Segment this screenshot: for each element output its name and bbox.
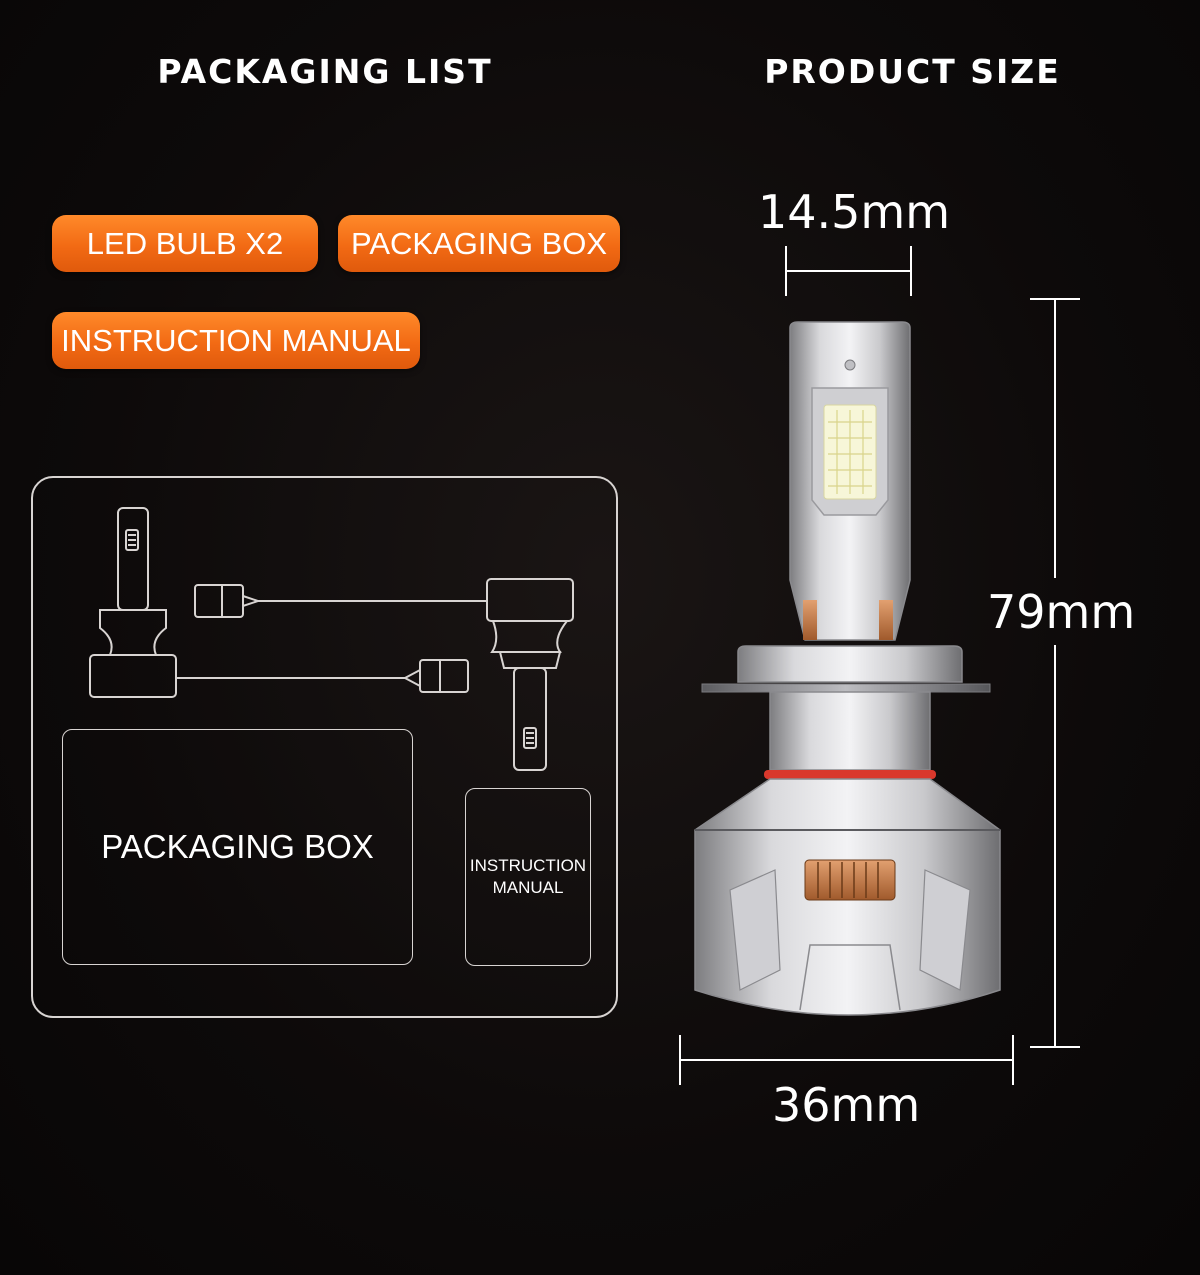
bulb-head xyxy=(789,321,911,641)
packaging-diagram-frame xyxy=(31,476,618,1018)
packaging-box-outline: PACKAGING BOX xyxy=(62,729,413,965)
bulb-base xyxy=(694,778,1001,1016)
tag-led-bulb: LED BULB X2 xyxy=(52,215,318,272)
tag-packaging-box: PACKAGING BOX xyxy=(338,215,620,272)
packaging-box-label: PACKAGING BOX xyxy=(101,828,374,865)
dimension-base-width-label: 36mm xyxy=(772,1078,921,1132)
packaging-list-heading: PACKAGING LIST xyxy=(157,52,493,91)
red-seal-ring xyxy=(764,770,936,779)
dimension-height-label: 79mm xyxy=(987,585,1136,639)
bulb-flange xyxy=(701,645,991,771)
led-chip-grid-icon xyxy=(828,410,872,494)
tag-instruction-manual: INSTRUCTION MANUAL xyxy=(52,312,420,369)
product-size-heading: PRODUCT SIZE xyxy=(764,52,1061,91)
dimension-lines xyxy=(679,246,1080,1085)
dimension-top-width-label: 14.5mm xyxy=(758,185,951,239)
bulb-outline-right xyxy=(194,578,574,771)
bulb-outline-left xyxy=(89,507,469,698)
instruction-manual-outline: INSTRUCTION MANUAL xyxy=(465,788,591,966)
instruction-manual-label: INSTRUCTION MANUAL xyxy=(469,856,587,897)
